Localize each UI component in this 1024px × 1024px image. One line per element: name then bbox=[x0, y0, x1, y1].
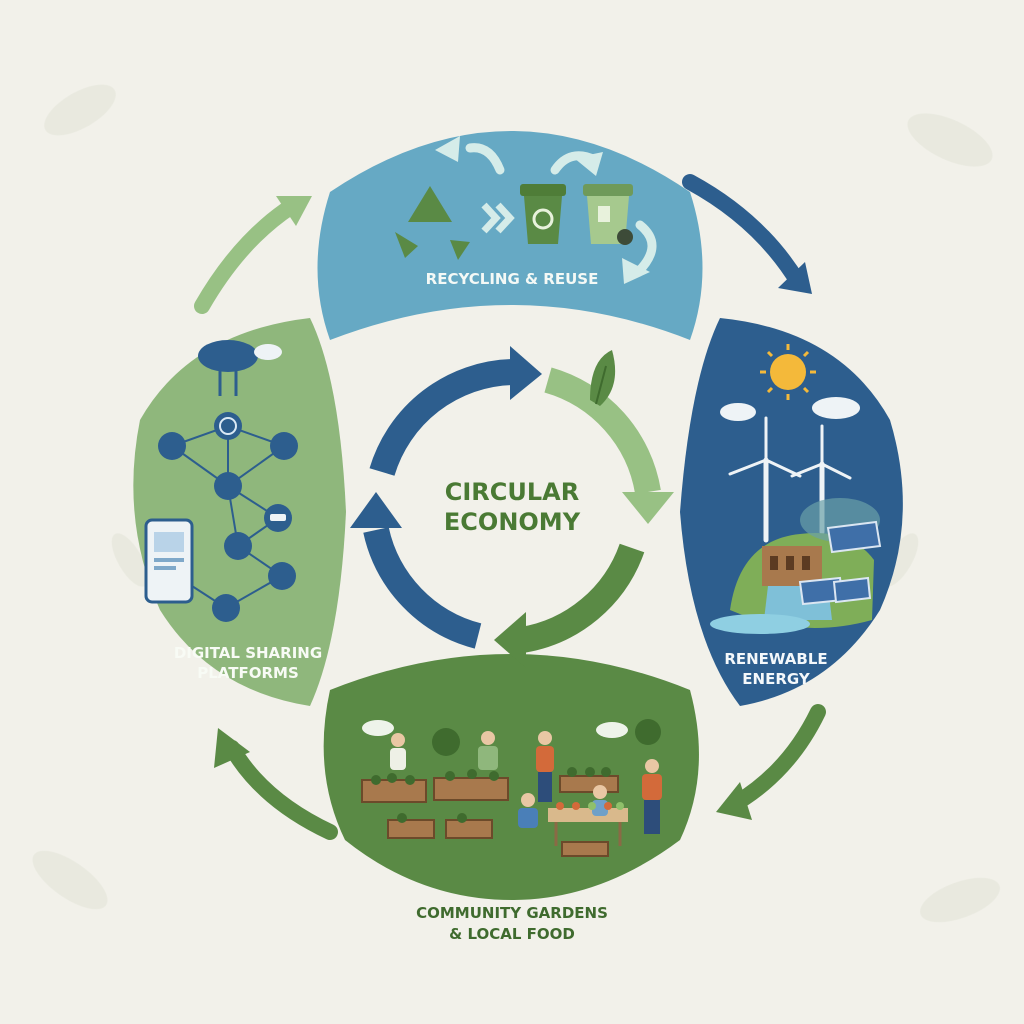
arrow-head-to-digital bbox=[214, 728, 250, 768]
share-node bbox=[224, 532, 252, 560]
sun-icon bbox=[760, 344, 816, 400]
segment-recycling-label: RECYCLING & REUSE bbox=[426, 270, 599, 288]
leaf-icon bbox=[590, 350, 616, 406]
segment-energy-label-line2: ENERGY bbox=[742, 670, 811, 688]
car-share-node bbox=[158, 432, 186, 460]
cloud-icon bbox=[720, 397, 860, 421]
inner-arrow-head-navy-left bbox=[350, 492, 402, 528]
search-node bbox=[268, 562, 296, 590]
center-title-line2: ECONOMY bbox=[444, 508, 581, 536]
arrow-head-to-recycling bbox=[276, 196, 312, 226]
arrow-to-energy bbox=[682, 174, 806, 290]
inner-arc-light-right bbox=[544, 367, 661, 495]
segment-digital-label-line1: DIGITAL SHARING bbox=[174, 644, 322, 662]
car-icon bbox=[264, 504, 292, 532]
community-node bbox=[212, 594, 240, 622]
segment-energy: RENEWABLE ENERGY bbox=[680, 318, 903, 706]
inner-cycle bbox=[350, 346, 674, 668]
inner-arc-navy-top bbox=[369, 359, 513, 476]
outer-cycle-arrows bbox=[194, 174, 826, 840]
dam-icon bbox=[762, 546, 822, 586]
arrow-to-recycling bbox=[194, 198, 300, 314]
globe-icon bbox=[214, 412, 242, 440]
background-leaf-pattern bbox=[32, 84, 1000, 923]
inner-arrow-head-green-bottom bbox=[494, 612, 526, 668]
segment-recycling: RECYCLING & REUSE bbox=[317, 131, 703, 340]
recycle-icon bbox=[395, 186, 470, 260]
recycle-bin-icon bbox=[520, 184, 566, 244]
inner-arrow-head-light-right bbox=[622, 492, 674, 524]
segment-digital-shape bbox=[133, 318, 346, 706]
gardener-icon bbox=[390, 731, 662, 834]
sorting-bin-icon bbox=[583, 184, 633, 245]
center-title-line1: CIRCULAR bbox=[445, 478, 579, 506]
segment-digital-label-line2: PLATFORMS bbox=[197, 664, 299, 682]
arrow-to-gardens bbox=[730, 704, 826, 810]
smartphone-icon bbox=[144, 518, 194, 604]
repair-node bbox=[214, 472, 242, 500]
segment-recycling-shape bbox=[317, 131, 703, 340]
segment-gardens-label-line1: COMMUNITY GARDENS bbox=[416, 904, 608, 922]
inner-arrow-head-navy-top bbox=[510, 346, 542, 400]
inner-arc-navy-left bbox=[363, 526, 482, 649]
segment-energy-label-line1: RENEWABLE bbox=[724, 650, 827, 668]
segment-gardens-label-line2: & LOCAL FOOD bbox=[449, 925, 575, 943]
arrow-to-digital bbox=[224, 740, 338, 840]
tool-share-node bbox=[270, 432, 298, 460]
inner-arc-green-bottom bbox=[519, 543, 645, 653]
market-table bbox=[548, 808, 628, 822]
arrow-head-to-energy bbox=[778, 262, 812, 294]
solar-panel-icon bbox=[798, 520, 882, 606]
segment-gardens bbox=[323, 654, 699, 900]
wind-turbine-icon bbox=[728, 416, 852, 543]
cloud-icon bbox=[198, 340, 282, 396]
segment-digital: DIGITAL SHARING PLATFORMS bbox=[133, 318, 346, 706]
arrow-head-to-gardens bbox=[716, 782, 752, 820]
